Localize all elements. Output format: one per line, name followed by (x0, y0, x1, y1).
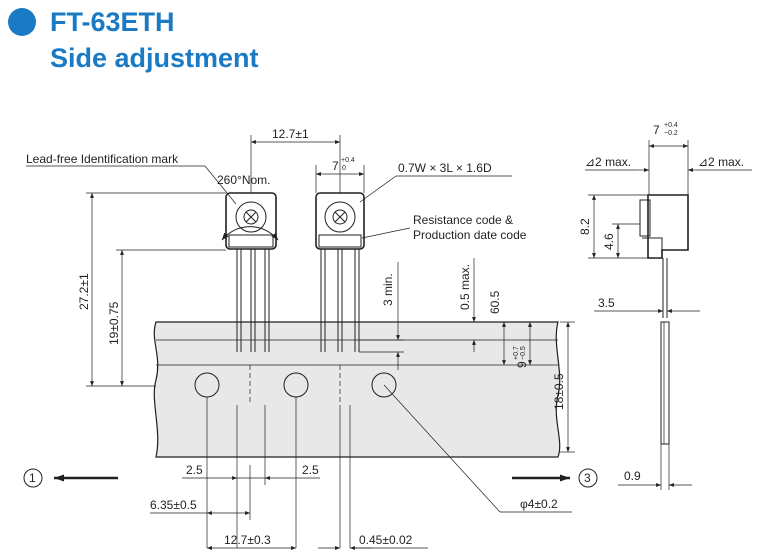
dim-side-8-2: 8.2 (578, 218, 592, 235)
dim-12-7: 12.7±0.3 (224, 533, 271, 547)
label-rotation: 260°Nom. (217, 173, 271, 187)
dim-width-7: 7 (332, 159, 339, 173)
dim-min-3: 3 min. (381, 273, 395, 306)
dim-width-7-sup: +0.4 (341, 157, 355, 164)
dim-height-27-2: 27.2±1 (77, 273, 91, 310)
dim-18: 18±0.5 (552, 373, 566, 410)
dim-60-5: 60.5 (488, 290, 502, 314)
product-subtitle: Side adjustment (50, 43, 259, 73)
dim-side-4-6: 4.6 (602, 233, 616, 250)
dim-pitch-top: 12.7±1 (272, 127, 309, 141)
label-lead-free-mark: Lead-free Identification mark (26, 152, 179, 166)
dim-9-sub: −0.5 (520, 346, 527, 360)
trimmer-right (315, 192, 365, 352)
trimmer-left (221, 192, 279, 352)
label-resistance-code-2: Production date code (413, 228, 527, 242)
dim-6-35: 6.35±0.5 (150, 498, 197, 512)
product-title: FT-63ETH (50, 7, 175, 37)
direction-marker-right: 3 (584, 471, 591, 485)
dim-0-45: 0.45±0.02 (359, 533, 413, 547)
dim-2-5-right: 2.5 (302, 463, 319, 477)
dim-hole-dia: φ4±0.2 (520, 497, 558, 511)
dim-max-0-5: 0.5 max. (458, 264, 472, 310)
dim-width-7-sub: 0 (342, 165, 346, 172)
dim-9: 9 (515, 361, 529, 368)
feed-direction-right: 3 (512, 468, 598, 488)
carrier-tape (153, 321, 561, 458)
dim-side-7-sub: −0.2 (664, 130, 678, 137)
dim-side-0-9: 0.9 (624, 469, 641, 483)
dim-side-7-sup: +0.4 (664, 122, 678, 129)
label-lead-spec: 0.7W × 3L × 1.6D (398, 161, 492, 175)
dim-side-7: 7 (653, 123, 660, 137)
dim-tilt-left: ⊿2 max. (585, 155, 631, 169)
label-resistance-code-1: Resistance code & (413, 213, 513, 227)
title-bullet-icon (8, 8, 36, 36)
dim-side-3-5: 3.5 (598, 296, 615, 310)
dim-height-19: 19±0.75 (107, 301, 121, 345)
dim-2-5-left: 2.5 (186, 463, 203, 477)
side-view (639, 194, 689, 445)
dim-9-sup: +0.7 (513, 346, 520, 360)
sprocket-hole (371, 372, 397, 398)
direction-marker-left: 1 (29, 471, 36, 485)
feed-direction-left: 1 (23, 468, 118, 488)
dim-tilt-right: ⊿2 max. (698, 155, 744, 169)
